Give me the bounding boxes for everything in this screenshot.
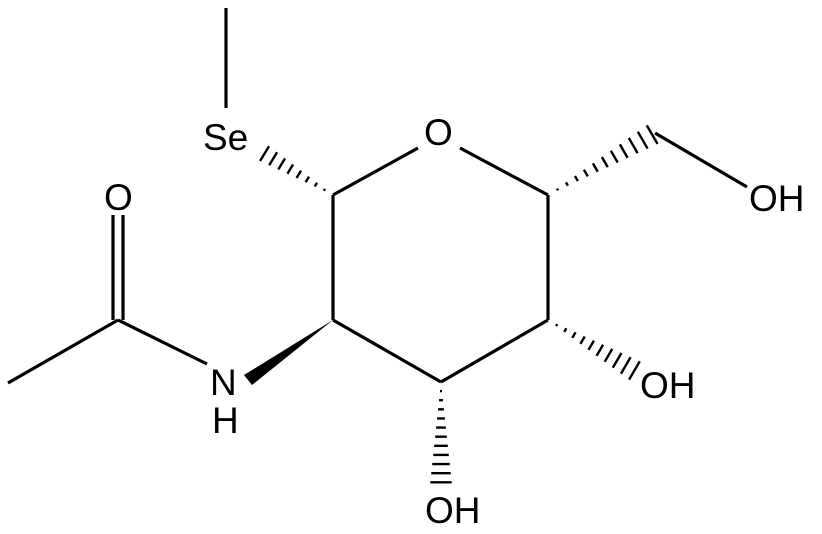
bond-o5-c5 xyxy=(459,146,549,197)
bond-c3-c2 xyxy=(332,318,442,384)
hash-c4-oh xyxy=(555,323,641,381)
hash-stripe xyxy=(627,360,641,381)
bond-c6-o6 xyxy=(654,131,748,189)
hash-stripe xyxy=(295,169,303,179)
hash-stripe xyxy=(555,323,559,327)
atom-amide-hydrogen-label: H xyxy=(212,400,239,441)
hash-stripe xyxy=(645,124,659,145)
hash-stripe xyxy=(304,176,311,183)
hash-c1-se xyxy=(259,145,327,192)
hash-stripe xyxy=(563,327,568,333)
bond-carbonyl-methyl xyxy=(7,318,119,385)
hash-c3-oh xyxy=(430,389,452,484)
hash-stripe xyxy=(587,340,595,351)
atom-se-label: Se xyxy=(203,117,248,158)
hash-stripe xyxy=(277,157,287,171)
hash-stripe xyxy=(591,162,599,173)
hash-stripe xyxy=(609,150,619,164)
atom-c4-hydroxyl-label: OH xyxy=(640,365,696,406)
hash-stripe xyxy=(595,344,605,357)
hash-c5-c6 xyxy=(555,124,659,191)
hash-stripe xyxy=(268,151,279,166)
hash-stripe xyxy=(259,145,271,162)
hash-stripe xyxy=(627,137,639,154)
hash-stripe xyxy=(322,188,327,192)
hash-stripe xyxy=(571,331,577,339)
hash-stripe xyxy=(636,131,649,150)
wedge-c2-n xyxy=(244,320,333,385)
hash-stripe xyxy=(619,356,632,375)
hash-stripe xyxy=(313,182,319,188)
bond-c4-c3 xyxy=(440,318,549,384)
atom-carbonyl-oxygen-label: O xyxy=(104,177,133,218)
hash-stripe xyxy=(555,188,560,191)
hash-stripe xyxy=(618,143,629,159)
atom-ring-oxygen-label: O xyxy=(424,112,453,153)
hash-stripe xyxy=(603,348,614,363)
hash-stripe xyxy=(579,335,586,345)
hash-stripe xyxy=(286,163,295,175)
hash-stripe xyxy=(611,352,623,369)
hash-stripe xyxy=(600,156,609,168)
atom-c3-hydroxyl-label: OH xyxy=(425,490,481,531)
atom-nitrogen-label: N xyxy=(210,362,237,403)
hash-stripe xyxy=(582,169,589,178)
bond-c1-o5 xyxy=(332,146,419,197)
hash-stripe xyxy=(564,181,569,187)
atom-c6-hydroxyl-label: OH xyxy=(749,178,805,219)
hash-stripe xyxy=(573,175,579,182)
bond-n-carbonyl-c xyxy=(117,318,208,366)
